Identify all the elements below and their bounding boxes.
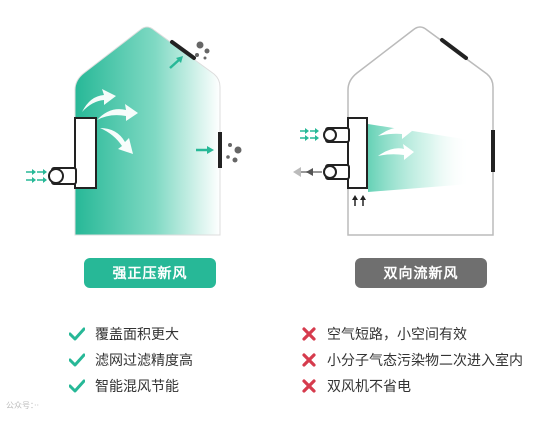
indoor-airflow-arrows-icon [82,89,138,154]
disadvantage-text: 双风机不省电 [327,379,411,395]
advantage-text: 智能混风节能 [95,379,179,395]
roof-vent-right [440,38,468,60]
list-item: 双风机不省电 [300,373,523,399]
indoor-airflow-arrows-right-icon [378,123,414,160]
check-icon [68,325,86,343]
advantage-text: 覆盖面积更大 [95,327,179,343]
advantage-text: 滤网过滤精度高 [95,353,193,369]
dust-particles-roof-icon [195,41,210,60]
fresh-air-unit-left [74,117,97,189]
disadvantages-list: 空气短路，小空间有效 小分子气态污染物二次进入室内 双风机不省电 [300,321,523,399]
list-item: 小分子气态污染物二次进入室内 [300,347,523,373]
label-bidirectional-flow: 双向流新风 [355,258,487,288]
cross-icon [300,377,318,395]
fresh-air-unit-right [347,117,368,189]
side-exhaust-arrow-icon [196,146,214,154]
list-item: 空气短路，小空间有效 [300,321,523,347]
cross-icon [300,325,318,343]
label-strong-positive-pressure: 强正压新风 [84,258,216,288]
dust-particles-side-icon [226,143,242,163]
house-left [26,26,242,236]
list-item: 滤网过滤精度高 [68,347,193,373]
disadvantage-text: 小分子气态污染物二次进入室内 [327,353,523,369]
list-item: 智能混风节能 [68,373,193,399]
roof-exhaust-arrow-icon [169,56,183,69]
intake-arrows-right-icon [300,128,319,141]
roof-vent-left [170,40,196,60]
check-icon [68,377,86,395]
house-left-body [74,26,221,236]
watermark: 公众号：·· [6,401,40,410]
house-right [293,26,495,236]
upward-arrows-icon [352,195,366,206]
indoor-airflow-beam [368,124,470,192]
list-item: 覆盖面积更大 [68,321,193,347]
intake-arrows-left-icon [26,169,47,183]
advantages-list: 覆盖面积更大 滤网过滤精度高 智能混风节能 [68,321,193,399]
exhaust-arrows-right-icon [293,167,322,177]
disadvantage-text: 空气短路，小空间有效 [327,327,467,343]
cross-icon [300,351,318,369]
check-icon [68,351,86,369]
